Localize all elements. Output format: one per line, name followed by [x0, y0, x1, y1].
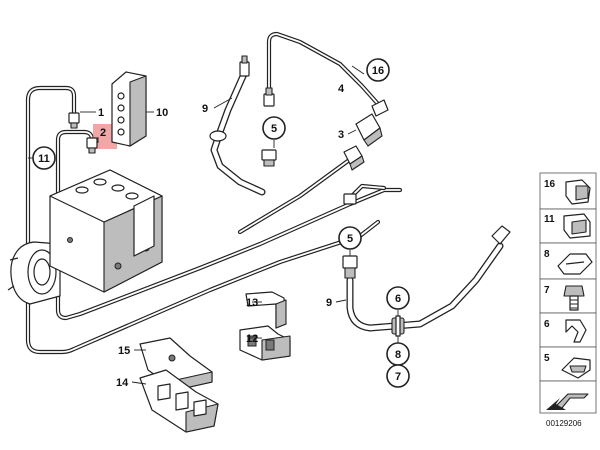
- callout-13: 13: [246, 297, 258, 309]
- hose-bracket-6: [391, 315, 405, 337]
- callout-10: 10: [156, 107, 168, 119]
- connector-3: [355, 113, 383, 147]
- brake-pipes: [25, 31, 403, 355]
- fitting-pipe-4-right: [371, 99, 389, 117]
- svg-text:16: 16: [544, 179, 556, 190]
- hose-9-lower: [346, 242, 504, 332]
- callout-2: 2: [100, 127, 106, 139]
- svg-text:7: 7: [544, 285, 550, 296]
- pipe-3-run: [237, 155, 355, 235]
- callout-1: 1: [98, 107, 104, 119]
- clip-5-icon: [561, 357, 591, 379]
- fitting-right-run: [343, 193, 357, 205]
- fitting-hose-top: [239, 55, 250, 77]
- svg-text:5: 5: [544, 353, 550, 364]
- fitting-pipe-4-end: [263, 87, 275, 107]
- legend-item-16: 16: [539, 172, 597, 210]
- callout-9-upper: 9: [202, 103, 208, 115]
- callout-14: 14: [116, 377, 129, 389]
- pipe-4: [266, 31, 381, 107]
- legend-item-5: 5: [539, 346, 597, 382]
- fitting-hose-lower-start: [342, 255, 358, 279]
- legend-item-8: 8: [539, 242, 597, 280]
- pipe-11: [25, 85, 381, 355]
- ref-8: 8: [386, 342, 410, 366]
- clip-8-icon: [557, 253, 593, 275]
- legend-item-6: 6: [539, 312, 597, 348]
- ref-6: 6: [386, 286, 410, 310]
- svg-text:8: 8: [544, 249, 550, 260]
- svg-text:6: 6: [544, 319, 550, 330]
- pipe-right-run: [349, 183, 387, 199]
- abs-unit: [7, 169, 163, 305]
- circled-references: 11 5 16 5 6 8 7: [32, 58, 410, 388]
- svg-text:8: 8: [395, 349, 401, 361]
- legend-item-7: 7: [539, 278, 597, 314]
- brake-hoses: [210, 70, 504, 332]
- union-pipe: [343, 145, 365, 171]
- ref-5-mid: 5: [338, 226, 362, 250]
- spring-clip-6-icon: [565, 319, 587, 343]
- svg-text:16: 16: [372, 65, 384, 77]
- fastener-legend: 16 11 8 7: [539, 172, 597, 428]
- svg-text:7: 7: [395, 371, 401, 383]
- callout-4: 4: [338, 83, 345, 95]
- clip-holder-14: [139, 369, 219, 433]
- catalog-number: 00129206: [546, 419, 582, 428]
- callout-12: 12: [246, 333, 258, 345]
- leader-lines: [28, 65, 399, 385]
- clip-11-icon: [563, 213, 591, 239]
- ref-16: 16: [366, 58, 390, 82]
- legend-arrow-box: [539, 380, 597, 414]
- svg-text:11: 11: [544, 214, 555, 225]
- callout-3: 3: [338, 129, 344, 141]
- hose-grommet-upper: [209, 130, 227, 142]
- callout-15: 15: [118, 345, 130, 357]
- svg-text:6: 6: [395, 293, 401, 305]
- legend-item-11: 11: [539, 208, 597, 244]
- bracket-13: [245, 291, 287, 329]
- ref-5-top: 5: [262, 116, 286, 140]
- fitting-hose-mid: [261, 149, 277, 167]
- arrow-icon: [546, 393, 589, 410]
- svg-text:5: 5: [347, 233, 353, 245]
- fitting-2: [86, 137, 98, 154]
- bolt-7-icon: [563, 285, 585, 311]
- ref-7: 7: [386, 364, 410, 388]
- callout-labels: 1 2 10 9 4 3 9 13 12 15 14: [98, 83, 345, 389]
- svg-text:11: 11: [38, 153, 50, 165]
- fitting-1: [68, 112, 80, 129]
- svg-text:5: 5: [271, 123, 277, 135]
- pipe-inner-run: [55, 129, 403, 321]
- callout-9-lower: 9: [326, 297, 332, 309]
- fitting-hose-lower-end: [491, 225, 511, 245]
- ref-11: 11: [32, 146, 56, 170]
- bracket-10: [111, 71, 147, 147]
- clip-holder-12: [239, 325, 291, 361]
- clip-16-icon: [565, 179, 591, 205]
